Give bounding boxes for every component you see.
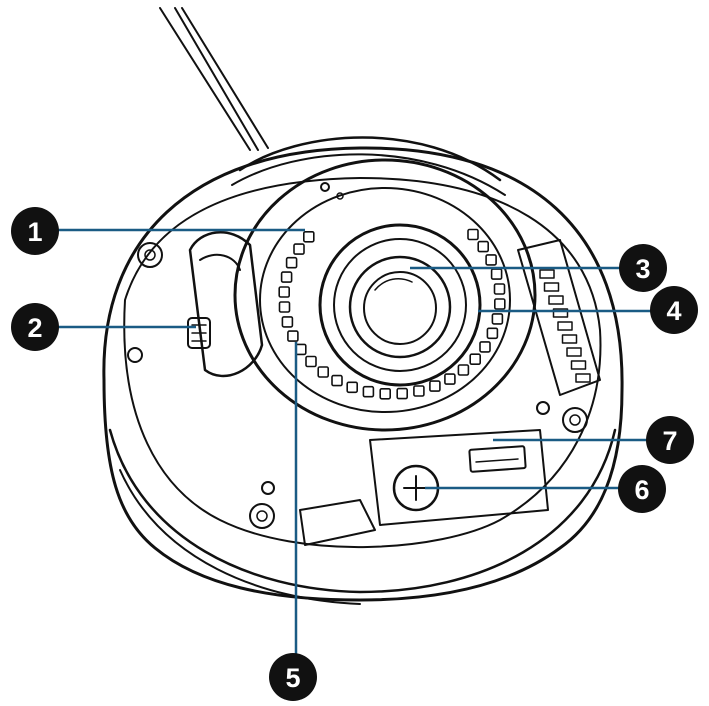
callout-badge-7: 7	[646, 416, 694, 464]
callout-number: 6	[634, 475, 649, 505]
callout-badge-3: 3	[619, 244, 667, 292]
ir-led	[429, 380, 441, 392]
ir-led	[293, 243, 305, 255]
ir-led	[467, 228, 479, 241]
ir-led	[346, 381, 359, 394]
ir-led	[278, 286, 291, 298]
ir-led	[413, 385, 425, 397]
ir-led	[469, 353, 482, 366]
ir-led	[302, 231, 315, 243]
callout-badge-4: 4	[650, 286, 698, 334]
ir-led	[317, 366, 330, 378]
terminal-pin	[552, 308, 569, 318]
ir-led	[490, 268, 503, 280]
terminal-block	[517, 239, 601, 396]
ir-led	[479, 341, 491, 353]
callout-badge-5: 5	[269, 653, 317, 701]
ir-led	[294, 343, 307, 356]
callout-badge-2: 2	[11, 303, 59, 351]
callout-badge-1: 1	[11, 207, 59, 255]
callout-badge-6: 6	[618, 465, 666, 513]
terminal-pin	[566, 347, 582, 357]
lens-module	[231, 136, 537, 432]
ir-led	[278, 301, 291, 313]
ir-led-ring	[278, 228, 506, 400]
ir-led	[477, 240, 490, 253]
terminal-pin	[539, 269, 555, 279]
callout-number: 7	[662, 426, 677, 456]
ir-led	[379, 387, 392, 400]
callout-lines	[52, 228, 670, 668]
ir-led	[287, 330, 299, 342]
callout-number: 2	[27, 313, 42, 343]
ir-led	[491, 313, 504, 325]
ir-led	[485, 254, 497, 266]
ir-led	[285, 256, 298, 269]
terminal-pin	[548, 295, 564, 305]
light-sensor	[320, 182, 344, 200]
ir-led	[493, 283, 506, 295]
ir-led	[457, 364, 470, 376]
terminal-pin	[557, 321, 573, 331]
callout-number: 4	[666, 296, 681, 326]
terminal-pin	[543, 282, 560, 292]
ir-led	[362, 385, 375, 398]
ir-led	[331, 374, 343, 387]
ir-led	[305, 355, 317, 368]
ir-led	[486, 327, 499, 340]
ir-led	[396, 387, 409, 400]
terminal-pin	[561, 334, 578, 344]
lens	[318, 223, 482, 387]
callout-number: 3	[635, 254, 650, 284]
ir-led	[281, 316, 294, 328]
ir-led	[493, 298, 506, 310]
terminal-pin	[575, 373, 591, 383]
callout-number: 5	[285, 663, 300, 693]
ir-led	[280, 271, 293, 283]
callout-badges: 1 2 3 4 5 6 7	[11, 207, 698, 701]
callout-number: 1	[27, 217, 42, 247]
microsd-slot	[468, 445, 527, 473]
ir-led	[444, 373, 456, 385]
terminal-pin	[570, 360, 587, 370]
mounting-cable	[159, 7, 269, 151]
